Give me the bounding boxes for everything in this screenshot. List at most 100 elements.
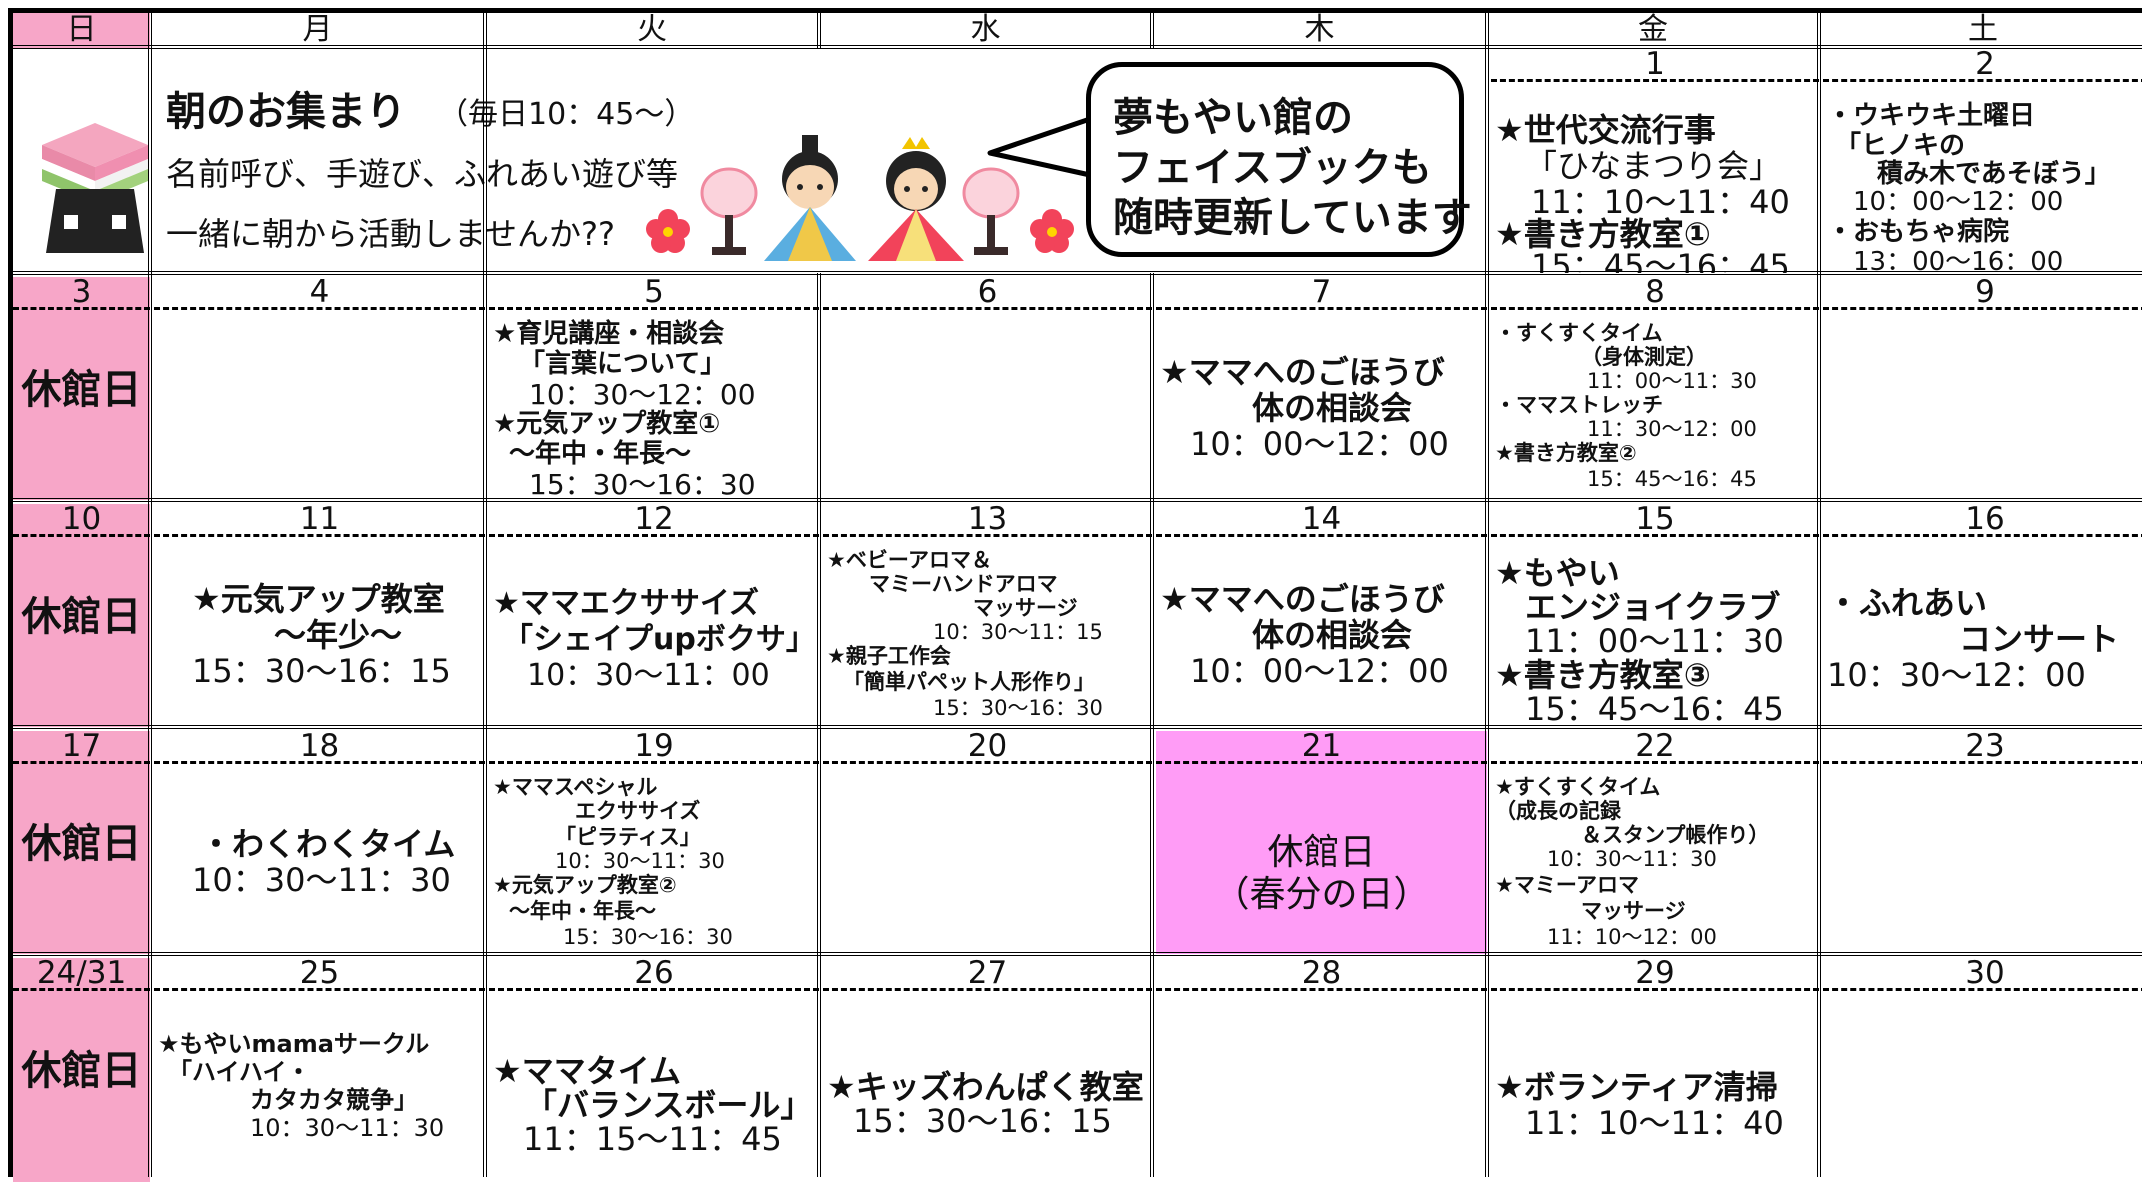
day-cell-5: 5 ★育児講座・相談会 「言葉について」 10：30～12：00 ★元気アップ教… bbox=[489, 277, 819, 500]
event-time: 15：30～16：30 bbox=[933, 696, 1103, 720]
event-subtitle: 「ひなまつり会」 bbox=[1525, 147, 1782, 185]
closed-label: 休館日 bbox=[21, 1048, 142, 1094]
day-number: 13 bbox=[967, 504, 1008, 537]
grid-line bbox=[1485, 13, 1489, 1177]
facebook-speech-bubble: 夢もやい館の フェイスブックも 随時更新しています bbox=[1086, 62, 1472, 257]
day-cell-27: 27 ★キッズわんぱく教室 15：30～16：15 bbox=[823, 958, 1152, 1182]
day-number: 23 bbox=[1965, 731, 2005, 764]
event-time: 11：10～12：00 bbox=[1547, 925, 1717, 949]
grid-line bbox=[1817, 13, 1821, 1177]
day-number: 4 bbox=[309, 277, 330, 310]
grid-line bbox=[483, 13, 487, 1177]
divider bbox=[823, 988, 1152, 991]
bubble-text: 夢もやい館の フェイスブックも 随時更新しています bbox=[1113, 95, 1472, 241]
weekday-header-tue: 火 bbox=[485, 13, 819, 49]
lantern-icon bbox=[962, 167, 1020, 255]
event-time: 15：45～16：45 bbox=[1587, 467, 1757, 491]
day-number: 9 bbox=[1975, 277, 1995, 310]
day-number: 19 bbox=[634, 731, 674, 764]
day-number: 12 bbox=[634, 504, 674, 537]
day-cell-15: 15 ★もやい エンジョイクラブ 11：00～11：30 ★書き方教室③ 15：… bbox=[1491, 504, 1819, 727]
calendar-grid: 日 月 火 水 木 金 土 朝のお集まり （毎日10：45～） 名前呼び、手遊び… bbox=[8, 8, 2142, 1182]
day-cell-8: 8 ・すくすくタイム （身体測定） 11：00～11：30 ・ママストレッチ 1… bbox=[1491, 277, 1819, 500]
day-number: 24/31 bbox=[36, 958, 127, 991]
day-number: 28 bbox=[1301, 958, 1342, 991]
grid-line bbox=[817, 13, 821, 49]
event-time: 10：30～11：30 bbox=[555, 849, 725, 873]
event-title: ★ママエクササイズ bbox=[493, 586, 759, 621]
event-subtitle: ＆スタンプ帳作り） bbox=[1581, 823, 1770, 847]
divider bbox=[154, 988, 485, 991]
day-number: 25 bbox=[299, 958, 340, 991]
divider bbox=[1823, 79, 2142, 82]
day-cell-1: 1 ★世代交流行事 「ひなまつり会」 11：10～11：40 ★書き方教室① 1… bbox=[1491, 49, 1819, 273]
event-time: 15：30～16：30 bbox=[563, 925, 733, 949]
grid-line bbox=[13, 498, 2142, 502]
divider bbox=[1491, 307, 1819, 310]
event-subtitle: コンサート bbox=[1959, 620, 2120, 658]
event-title: ・わくわくタイム bbox=[200, 825, 456, 863]
event-subtitle: 「ヒノキの bbox=[1835, 131, 1966, 161]
day-cell-12: 12 ★ママエクササイズ 「シェイプupボクサ」 10：30～11：00 bbox=[489, 504, 819, 727]
banner-title: 朝のお集まり bbox=[166, 89, 406, 135]
event-time: 11：15～11：45 bbox=[523, 1120, 782, 1158]
grid-line bbox=[13, 725, 2142, 729]
event-time: 11：10～11：40 bbox=[1525, 1104, 1784, 1142]
divider bbox=[13, 534, 150, 537]
weekday-header-wed: 水 bbox=[819, 13, 1152, 49]
event-subtitle: 体の相談会 bbox=[1252, 616, 1413, 654]
day-cell-23: 23 bbox=[1823, 731, 2142, 954]
event-time: 10：30～11：30 bbox=[192, 861, 451, 899]
event-title: ★ママタイム bbox=[493, 1052, 682, 1090]
event-subtitle: 「バランスボール」 bbox=[525, 1086, 813, 1124]
event-time: 15：30～16：30 bbox=[529, 468, 756, 500]
event-subtitle: 「シェイプupボクサ」 bbox=[503, 622, 816, 657]
event-time: 10：30～12：00 bbox=[529, 378, 756, 411]
event-subtitle: マッサージ bbox=[1581, 899, 1686, 923]
divider bbox=[489, 761, 819, 764]
divider bbox=[1156, 534, 1487, 537]
event-title: ★親子工作会 bbox=[827, 644, 951, 668]
day-cell-26: 26 ★ママタイム 「バランスボール」 11：15～11：45 bbox=[489, 958, 819, 1182]
divider bbox=[489, 534, 819, 537]
day-cell-2: 2 ・ウキウキ土曜日 「ヒノキの 積み木であそぼう」 10：00～12：00 ・… bbox=[1823, 49, 2142, 273]
day-number: 6 bbox=[977, 277, 998, 310]
holiday-name: （春分の日） bbox=[1213, 874, 1430, 915]
day-cell-28: 28 bbox=[1156, 958, 1487, 1182]
divider bbox=[1823, 534, 2142, 537]
day-cell-14: 14 ★ママへのごほうび 体の相談会 10：00～12：00 bbox=[1156, 504, 1487, 727]
event-time: 15：30～16：15 bbox=[192, 652, 451, 690]
event-title: ・ウキウキ土曜日 bbox=[1827, 101, 2036, 131]
event-title: ★世代交流行事 bbox=[1495, 111, 1716, 149]
day-number: 7 bbox=[1311, 277, 1332, 310]
day-number: 5 bbox=[644, 277, 664, 310]
event-subtitle: マッサージ bbox=[973, 596, 1078, 620]
weekday-header-fri: 金 bbox=[1487, 13, 1819, 49]
event-title: ★もやい bbox=[1495, 554, 1620, 592]
event-time: 10：30～11：30 bbox=[1547, 847, 1717, 871]
event-subtitle: 「簡単パペット人形作り」 bbox=[843, 670, 1095, 694]
divider bbox=[489, 307, 819, 310]
grid-line bbox=[483, 13, 487, 49]
event-title: ★元気アップ教室 bbox=[192, 580, 445, 618]
day-cell-29: 29 ★ボランティア清掃 11：10～11：40 bbox=[1491, 958, 1819, 1182]
speech-bubble-tail bbox=[987, 116, 1093, 178]
event-subtitle: 「ハイハイ・ bbox=[168, 1058, 311, 1086]
divider bbox=[13, 761, 150, 764]
day-number: 29 bbox=[1635, 958, 1675, 991]
event-subtitle: 「ピラティス」 bbox=[555, 825, 701, 849]
day-number: 8 bbox=[1645, 277, 1665, 310]
divider bbox=[823, 761, 1152, 764]
event-time: 10：30～11：00 bbox=[527, 658, 770, 693]
event-time: 11：30～12：00 bbox=[1587, 417, 1757, 441]
event-subtitle: ～年中・年長～ bbox=[509, 899, 656, 923]
event-subtitle: ～年少～ bbox=[274, 616, 403, 654]
closed-label: 休館日 bbox=[21, 594, 142, 640]
event-title: ★育児講座・相談会 bbox=[493, 319, 725, 349]
morning-gathering-banner: 朝のお集まり （毎日10：45～） 名前呼び、手遊び、ふれあい遊び等 一緒に朝か… bbox=[18, 49, 1491, 273]
event-title: ★マミーアロマ bbox=[1495, 873, 1639, 897]
divider bbox=[1491, 988, 1819, 991]
event-subtitle: ～年中・年長～ bbox=[509, 439, 692, 469]
banner-time: （毎日10：45～） bbox=[438, 97, 695, 132]
event-time: 10：30～11：15 bbox=[933, 620, 1103, 644]
